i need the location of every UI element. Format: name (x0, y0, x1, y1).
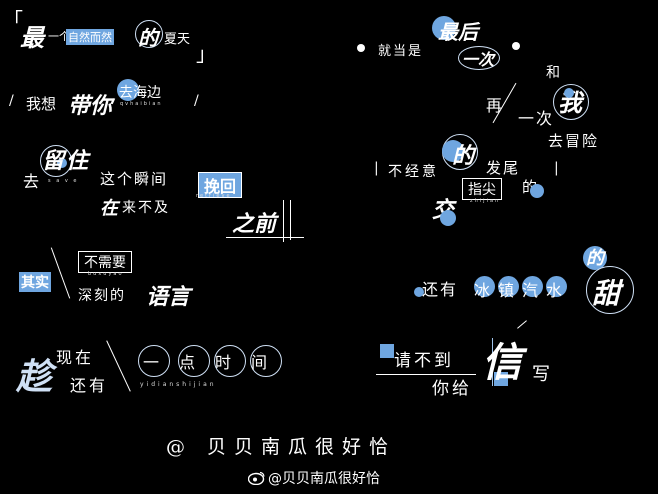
phrase-text: 不经意 (388, 164, 439, 180)
boxed-highlight: 挽回 (198, 172, 243, 198)
circle-ring (586, 266, 634, 314)
slash: / (194, 93, 199, 109)
brush-char: 的 (138, 26, 158, 50)
blue-dot (117, 79, 139, 101)
bracket-close: 」 (196, 42, 216, 66)
boxed-text: 不需要 (78, 251, 132, 273)
circle-ring (178, 345, 210, 377)
circled-text: 去海边 (119, 85, 161, 101)
phrase-text: 再 (486, 96, 503, 115)
white-dot (512, 42, 520, 50)
phrase-text: 去 (23, 172, 40, 191)
phrase-text: 就当是 (378, 44, 424, 59)
phrase-text: 你给 (432, 379, 472, 399)
divider-line (226, 237, 304, 238)
phrase-text: 一次 (518, 109, 555, 128)
watermark-text: @贝贝南瓜很好恰 (268, 471, 380, 487)
circle-ring (250, 345, 282, 377)
blue-dot (432, 16, 456, 40)
phrase-text: 我想 (26, 95, 57, 113)
slant-line (50, 247, 71, 299)
phrase-text: 一个 (48, 30, 70, 43)
brush-text: 一次 (462, 50, 495, 69)
circle-ring (458, 46, 500, 70)
blue-square (380, 344, 394, 358)
blue-square (494, 372, 508, 386)
pinyin-caption: yidianshijian (140, 381, 217, 388)
brush-text: 带你 (68, 93, 113, 119)
brush-text: 之前 (232, 211, 277, 237)
watermark: @贝贝南瓜很好恰 (248, 468, 380, 488)
phrase-text: 去冒险 (548, 132, 600, 150)
blue-dot (530, 184, 544, 198)
bracket-open: 「 (3, 8, 23, 32)
blue-dot (546, 276, 567, 297)
phrase-text: 现在 (56, 348, 95, 367)
brush-char: 的 (452, 143, 475, 169)
pinyin-caption: qvhaibian (120, 101, 163, 107)
brush-char: 趁 (16, 356, 53, 398)
pinyin-caption: retrieve (196, 193, 232, 199)
blue-dot (440, 210, 456, 226)
circle-ring (135, 20, 163, 48)
slant-line (106, 340, 131, 392)
highlight-chip: 自然而然 (66, 29, 114, 45)
brush-text: 留住 (42, 148, 91, 174)
blue-dot (474, 276, 495, 297)
divider-line (283, 200, 284, 242)
divider-line (376, 374, 476, 375)
phrase-text: 还有 (70, 376, 109, 395)
stroke-line (517, 320, 527, 329)
blue-dot (522, 276, 543, 297)
blue-dot (442, 140, 464, 162)
brush-char: 信 (482, 339, 522, 386)
phrase-text: 和 (546, 65, 560, 81)
pinyin-caption: s a v e (48, 178, 79, 184)
phrase-text: 这个瞬间 (100, 170, 169, 188)
phrase-text: 发尾 (486, 159, 521, 177)
phrase-text: 夏天 (164, 32, 191, 47)
phrase-text: 深刻的 (78, 288, 126, 304)
brush-char: 甜 (592, 277, 621, 310)
brush-text: 最后 (438, 20, 478, 44)
boxed-text: 指尖 (462, 178, 502, 200)
circle-ring (214, 345, 246, 377)
pinyin-caption: buxuyao (88, 271, 124, 277)
circled-text: 一点时间 (143, 353, 288, 372)
blue-line (492, 338, 493, 386)
circle-ring (553, 84, 589, 120)
brush-char: 在 (100, 198, 118, 219)
circle-ring (138, 345, 170, 377)
divider-line (290, 200, 291, 240)
bar: | (374, 160, 379, 176)
brush-char: 最 (20, 23, 44, 52)
weibo-icon (248, 471, 265, 485)
slash: / (9, 93, 14, 109)
bar: | (554, 160, 559, 176)
blue-dot (498, 276, 519, 297)
blue-dot (414, 287, 424, 297)
white-dot (357, 44, 365, 52)
author-credit: @ 贝贝南瓜很好恰 (166, 436, 397, 458)
phrase-text: 还有 (422, 280, 459, 299)
highlight-chip: 其实 (19, 272, 51, 292)
brush-char: 的 (586, 248, 604, 269)
phrase-text: 请不到 (394, 351, 454, 371)
phrase-text: 写 (532, 364, 550, 385)
blue-dot (57, 158, 67, 168)
blue-dot (564, 88, 574, 98)
circle-ring (40, 145, 72, 177)
brush-text: 语言 (146, 284, 191, 310)
circled-text: 冰镇汽水 (474, 281, 571, 300)
pinyin-caption: zhijian (470, 198, 501, 204)
phrase-text: 来不及 (122, 200, 170, 216)
